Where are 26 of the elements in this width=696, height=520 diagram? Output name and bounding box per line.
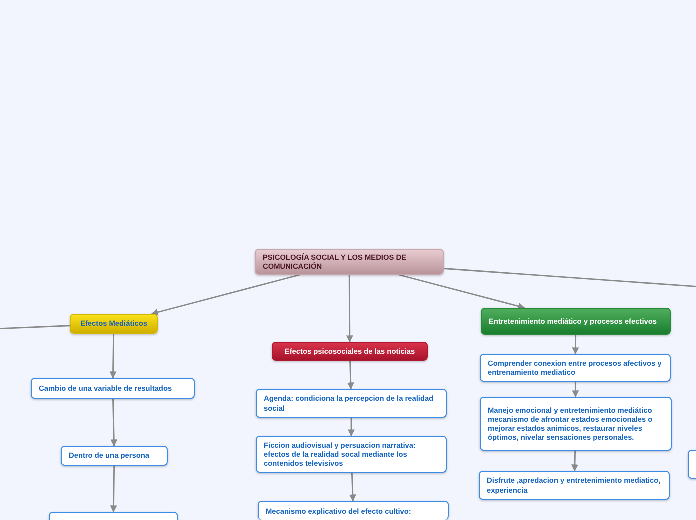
main-topic-box xyxy=(70,314,158,334)
central-topic-box xyxy=(255,249,444,275)
main-topic-box xyxy=(272,342,428,361)
subtopic-box xyxy=(258,501,449,520)
arrow xyxy=(151,274,300,316)
arrow xyxy=(347,360,354,390)
connector-line xyxy=(444,268,696,288)
subtopic-box xyxy=(31,378,195,399)
subtopic-box xyxy=(61,446,168,466)
main-topic-box xyxy=(481,308,671,335)
arrow xyxy=(346,275,354,343)
arrow xyxy=(110,466,118,513)
arrow xyxy=(572,450,578,472)
connector-line xyxy=(0,325,70,330)
subtopic-box xyxy=(256,436,447,473)
subtopic-box xyxy=(480,354,671,382)
arrow xyxy=(348,418,355,437)
arrow xyxy=(349,472,356,502)
subtopic-box xyxy=(256,389,447,418)
arrow xyxy=(398,274,526,310)
subtopic-box xyxy=(480,397,672,451)
arrow xyxy=(572,382,580,398)
arrow xyxy=(110,398,118,447)
arrow xyxy=(572,335,580,355)
arrow xyxy=(110,334,117,379)
subtopic-box xyxy=(479,471,670,500)
